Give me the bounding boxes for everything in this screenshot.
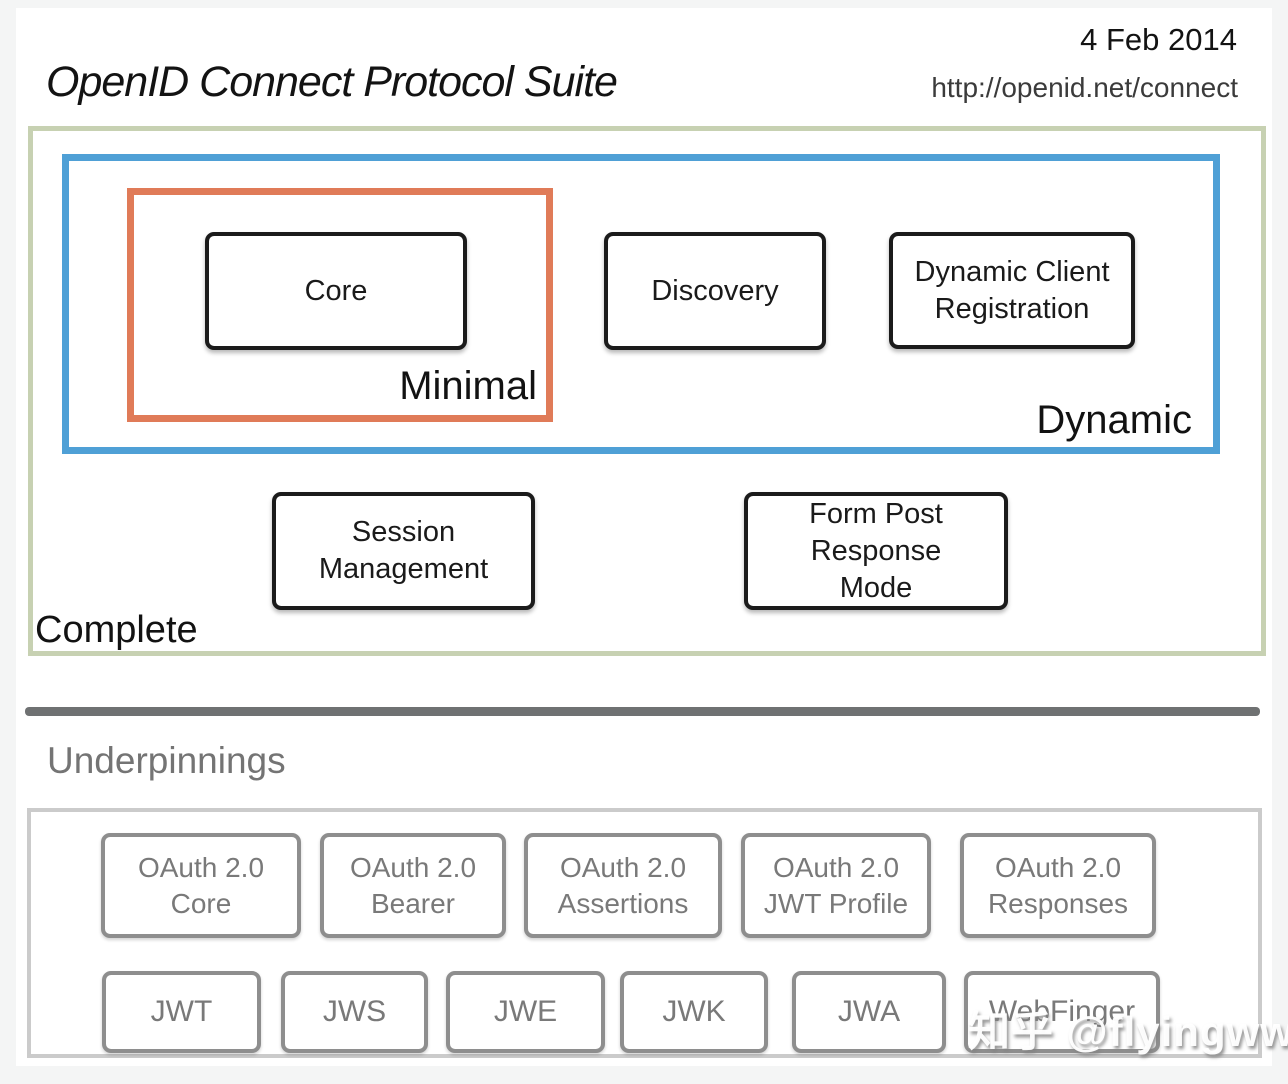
section-divider xyxy=(25,707,1260,716)
underpinning-box-jws: JWS xyxy=(281,971,428,1053)
underpinning-box-oauth-responses: OAuth 2.0 Responses xyxy=(960,833,1156,938)
underpinning-label: OAuth 2.0 Core xyxy=(137,851,265,919)
underpinning-label: JWA xyxy=(837,995,901,1028)
spec-box-session-management: Session Management xyxy=(272,492,535,610)
date-label: 4 Feb 2014 xyxy=(1080,22,1237,57)
underpinning-label: JWT xyxy=(150,995,213,1028)
minimal-group-label: Minimal xyxy=(399,364,537,408)
underpinning-label: OAuth 2.0 Responses xyxy=(987,851,1129,919)
spec-box-form-post-response-mode: Form Post Response Mode xyxy=(744,492,1008,610)
underpinning-box-oauth-core: OAuth 2.0 Core xyxy=(101,833,301,938)
underpinning-box-jwk: JWK xyxy=(620,971,768,1053)
underpinning-label: OAuth 2.0 Assertions xyxy=(557,851,689,919)
complete-group-label: Complete xyxy=(35,609,198,652)
underpinning-box-jwe: JWE xyxy=(446,971,605,1053)
underpinning-label: JWK xyxy=(662,995,726,1028)
underpinning-box-oauth-assertions: OAuth 2.0 Assertions xyxy=(524,833,722,938)
underpinning-box-oauth-jwt-profile: OAuth 2.0 JWT Profile xyxy=(741,833,931,938)
spec-box-discovery: Discovery xyxy=(604,232,826,350)
spec-box-core: Core xyxy=(205,232,467,350)
dynamic-group-box: Core Minimal Discovery Dynamic Client Re… xyxy=(62,154,1220,454)
underpinning-label: JWE xyxy=(493,995,558,1028)
spec-box-dynamic-client-registration: Dynamic Client Registration xyxy=(889,232,1135,349)
watermark-text: 知乎 @flyingww xyxy=(968,1008,1288,1055)
page-title: OpenID Connect Protocol Suite xyxy=(46,58,618,106)
underpinning-box-oauth-bearer: OAuth 2.0 Bearer xyxy=(320,833,506,938)
spec-label-session-management: Session Management xyxy=(318,516,489,585)
underpinning-box-webfinger: WebFinger xyxy=(964,971,1160,1053)
spec-label-dynamic-client-registration: Dynamic Client Registration xyxy=(914,255,1110,325)
complete-group-box: Core Minimal Discovery Dynamic Client Re… xyxy=(28,126,1266,656)
underpinnings-heading: Underpinnings xyxy=(47,740,286,781)
dynamic-group-label: Dynamic xyxy=(1036,398,1192,442)
url-label: http://openid.net/connect xyxy=(931,72,1238,103)
underpinnings-group-box: OAuth 2.0 Core OAuth 2.0 Bearer OAuth 2.… xyxy=(27,808,1262,1058)
spec-label-core: Core xyxy=(304,274,368,307)
underpinning-box-jwa: JWA xyxy=(792,971,946,1053)
underpinning-label: WebFinger xyxy=(988,995,1136,1028)
underpinning-label: OAuth 2.0 JWT Profile xyxy=(763,851,909,919)
underpinning-label: JWS xyxy=(322,995,387,1028)
underpinning-box-jwt: JWT xyxy=(102,971,261,1053)
spec-label-form-post-response-mode: Form Post Response Mode xyxy=(809,497,943,604)
minimal-group-box: Core Minimal xyxy=(127,188,553,422)
underpinning-label: OAuth 2.0 Bearer xyxy=(349,851,477,919)
spec-label-discovery: Discovery xyxy=(651,274,779,307)
